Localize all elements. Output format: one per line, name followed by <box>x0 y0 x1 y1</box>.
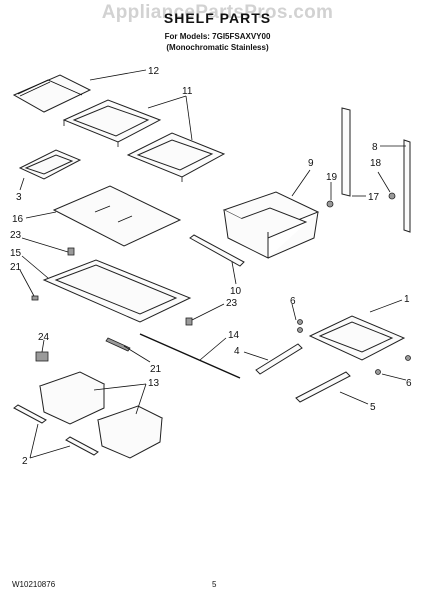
callout-9: 9 <box>308 158 314 169</box>
finish-line: (Monochromatic Stainless) <box>166 43 269 52</box>
leader-lines <box>19 69 407 459</box>
callout-18: 18 <box>370 158 382 169</box>
part-24-bracket <box>35 351 49 362</box>
callout-14: 14 <box>228 330 240 341</box>
callout-13: 13 <box>148 378 160 389</box>
callout-5: 5 <box>370 402 376 413</box>
callout-16: 16 <box>12 214 24 225</box>
callout-21-upper: 21 <box>10 262 22 273</box>
part-3-small-bin <box>18 149 82 180</box>
model-info: For Models: 7GI5FSAXVY00 (Monochromatic … <box>0 31 435 53</box>
callout-17: 17 <box>368 192 380 203</box>
callout-12: 12 <box>148 66 160 77</box>
part-6-screw-d <box>375 369 381 375</box>
part-12-wire-tray <box>12 74 92 113</box>
part-21-upper <box>31 295 39 301</box>
part-19-screw <box>326 200 334 208</box>
part-15-frame <box>42 259 192 323</box>
doc-number: W10210876 <box>12 580 56 589</box>
callout-2: 2 <box>22 456 28 467</box>
page-number: 5 <box>212 580 217 589</box>
part-1-shelf <box>308 315 406 361</box>
part-13-bin-lower <box>96 405 164 459</box>
callout-1: 1 <box>404 294 410 305</box>
part-17-rail <box>341 107 351 197</box>
callout-10: 10 <box>230 286 242 297</box>
part-5-trim <box>295 371 351 403</box>
callout-3: 3 <box>16 192 22 203</box>
watermark: AppliancePartsPros.com <box>101 2 334 23</box>
callout-24: 24 <box>38 332 50 343</box>
part-4-trim <box>255 343 303 375</box>
part-21-lower <box>105 337 131 352</box>
part-23-clip-lower <box>185 317 193 326</box>
part-9-crisper-drawer <box>222 191 320 259</box>
part-6-screw-c <box>405 355 411 361</box>
part-2-rail-upper <box>13 404 47 424</box>
callout-4: 4 <box>234 346 240 357</box>
part-10-rail <box>189 234 245 267</box>
part-11-shelf-left <box>62 99 162 147</box>
part-8-rail <box>403 139 411 233</box>
callout-8: 8 <box>372 142 378 153</box>
callout-23-upper: 23 <box>10 230 22 241</box>
part-6-screw-b <box>297 327 303 333</box>
part-6-screw-a <box>297 319 303 325</box>
callout-6-lower: 6 <box>406 378 412 389</box>
callout-11: 11 <box>182 86 193 97</box>
part-14-rod <box>139 333 241 379</box>
part-2-rail-lower <box>65 436 99 456</box>
models-line: For Models: 7GI5FSAXVY00 <box>164 32 271 41</box>
part-13-bin-upper <box>38 371 106 425</box>
callout-23-lower: 23 <box>226 298 238 309</box>
callout-15: 15 <box>10 248 22 259</box>
callout-6-upper: 6 <box>290 296 296 307</box>
callout-21-lower: 21 <box>150 364 162 375</box>
part-16-glass-panel <box>52 185 182 247</box>
part-11-shelf-right <box>126 132 226 182</box>
part-18-screw <box>388 192 396 200</box>
page-title: SHELF PARTS <box>163 10 272 26</box>
part-23-clip-upper <box>67 247 75 256</box>
callout-19: 19 <box>326 172 338 183</box>
